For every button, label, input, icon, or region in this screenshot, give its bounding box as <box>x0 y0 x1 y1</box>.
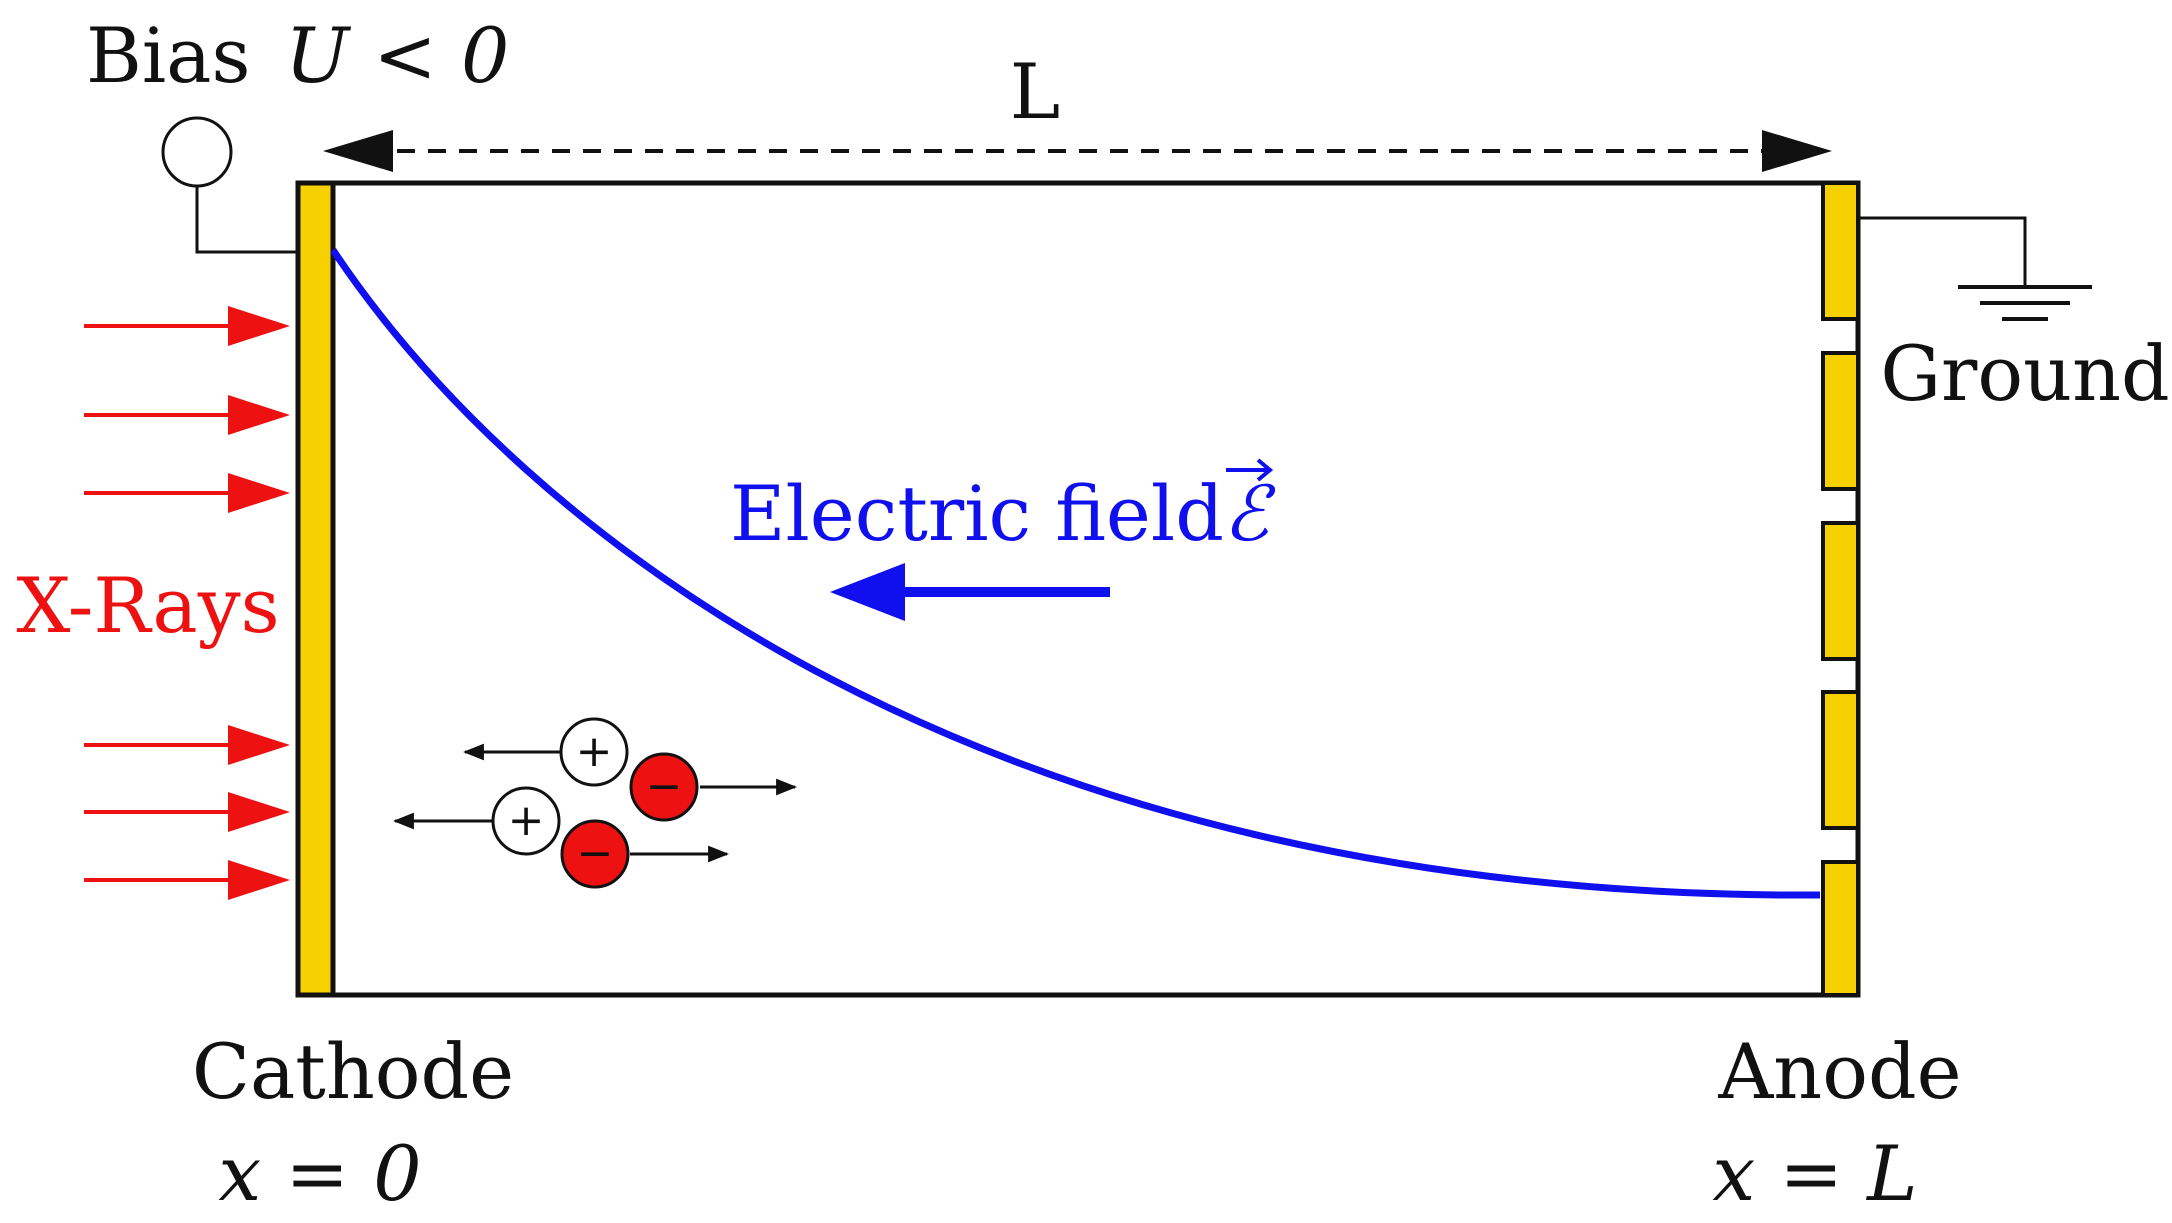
electric-field-curve <box>330 248 1821 899</box>
electric-field-symbol: ℰ <box>1223 469 1276 558</box>
xray-arrow-icon <box>84 473 290 513</box>
bias-condition-label: U < 0 <box>285 11 509 100</box>
length-label: L <box>1010 47 1060 136</box>
anode-segment <box>1821 690 1860 830</box>
length-arrowhead-right-icon <box>1762 130 1832 172</box>
xray-arrow-icon <box>84 792 290 832</box>
anode-label: Anode <box>1717 1027 1961 1116</box>
cathode-label: Cathode <box>192 1027 514 1116</box>
xray-arrow-icon <box>84 306 290 346</box>
xray-arrow-icon <box>84 395 290 435</box>
hole-icon <box>559 717 629 787</box>
cathode-position-label: x = 0 <box>218 1129 421 1218</box>
charge-pair: + − <box>392 786 730 889</box>
electron-sign: − <box>577 828 614 879</box>
electron-sign: − <box>646 761 683 812</box>
xray-arrows <box>84 306 290 900</box>
ground-icon <box>1958 285 2092 321</box>
bias-label: Bias <box>86 11 250 100</box>
length-arrowhead-left-icon <box>323 130 393 172</box>
electric-field-direction-arrow-icon <box>830 563 1110 621</box>
electron-icon <box>629 752 699 822</box>
ground-wire <box>1858 216 2027 285</box>
hole-sign: + <box>576 726 613 777</box>
bias-wire <box>195 186 298 254</box>
xray-label: X-Rays <box>16 561 279 650</box>
vector-arrow-icon <box>1226 458 1274 482</box>
anode-segment <box>1821 521 1860 661</box>
hole-icon <box>491 786 561 856</box>
bias-terminal-icon <box>161 116 233 188</box>
electric-field-label: Electric field <box>730 469 1224 558</box>
anode-electrodes <box>1821 181 1860 997</box>
anode-segment <box>1821 351 1860 491</box>
electron-icon <box>560 819 630 889</box>
hole-sign: + <box>508 795 545 846</box>
xray-arrow-icon <box>84 725 290 765</box>
xray-arrow-icon <box>84 860 290 900</box>
anode-segment <box>1821 860 1860 997</box>
ground-label: Ground <box>1880 329 2169 418</box>
anode-position-label: x = L <box>1712 1129 1917 1218</box>
anode-segment <box>1821 181 1860 321</box>
charge-pair: + − <box>462 717 798 822</box>
cathode-electrode <box>295 180 336 998</box>
